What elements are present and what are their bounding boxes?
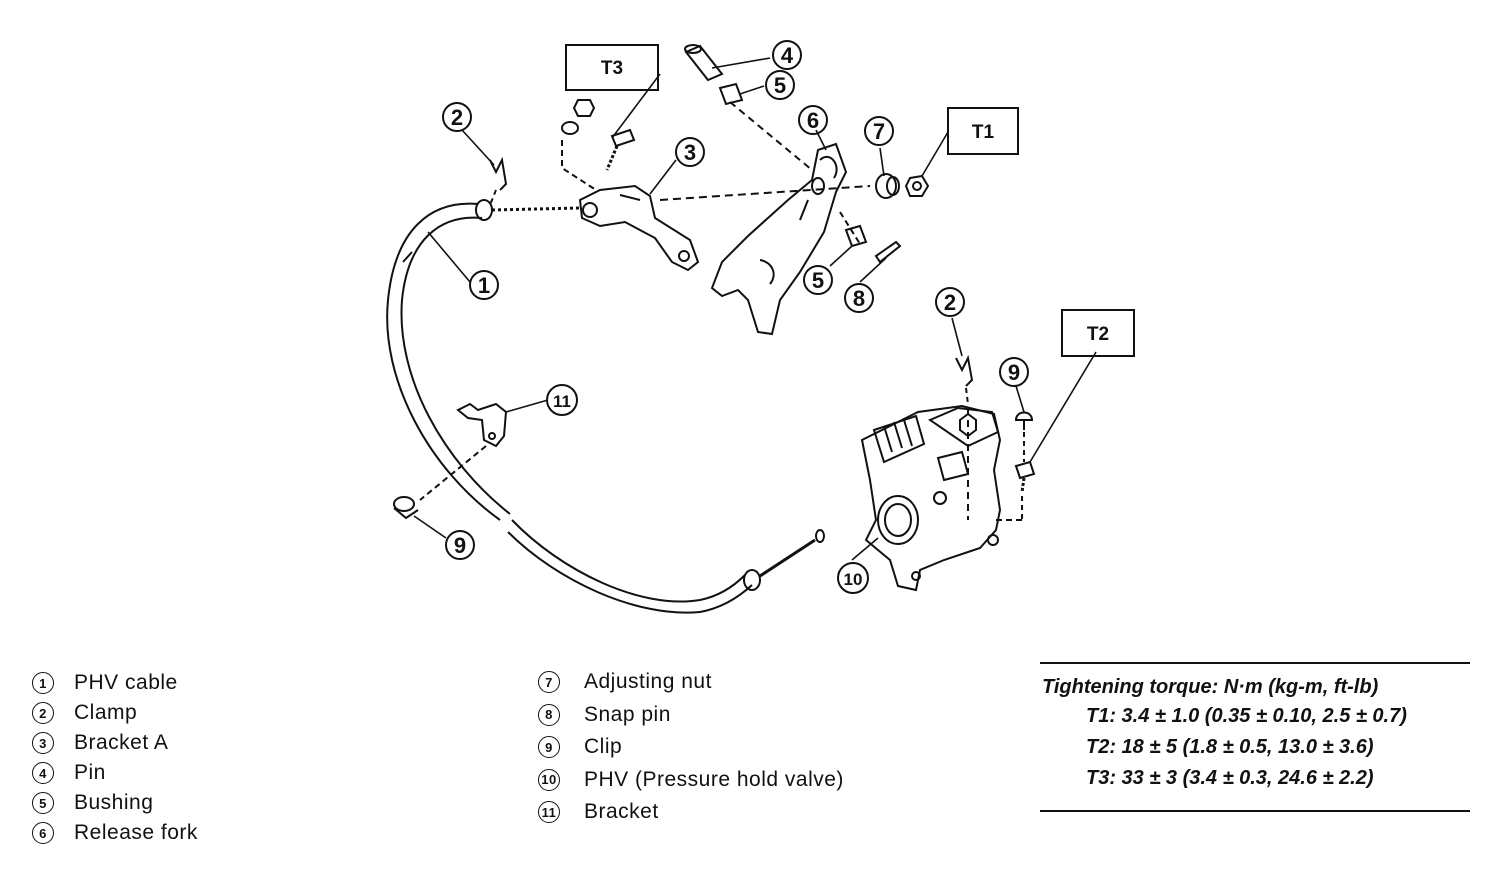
legend-label: PHV cable bbox=[74, 671, 178, 694]
legend-number: 6 bbox=[32, 822, 54, 844]
legend-item-phv: 10 PHV (Pressure hold valve) bbox=[538, 764, 844, 797]
clamp-top bbox=[489, 156, 508, 206]
legend-label: Bushing bbox=[74, 791, 154, 814]
t1-label: T1 bbox=[972, 122, 995, 143]
legend-number: 10 bbox=[538, 768, 560, 791]
exploded-parts-diagram: 1 2 3 4 5 5 6 7 8 9 9 10 11 2 T3 T1 T2 bbox=[386, 40, 1135, 614]
legend-label: PHV (Pressure hold valve) bbox=[584, 767, 844, 791]
legend-item-phv-cable: 1 PHV cable bbox=[32, 668, 198, 698]
legend-number: 9 bbox=[538, 736, 560, 759]
torque-bottom-rule bbox=[1040, 810, 1470, 812]
t2-label: T2 bbox=[1087, 324, 1109, 345]
legend-label: Bracket A bbox=[74, 731, 169, 754]
tightening-torque-box: Tightening torque: N·m (kg-m, ft-lb) T1:… bbox=[1040, 662, 1470, 812]
torque-label-boxes bbox=[565, 44, 1135, 357]
legend-number: 4 bbox=[32, 762, 54, 784]
legend-label: Clip bbox=[584, 735, 623, 759]
bracket-a bbox=[578, 184, 700, 272]
callout-7: 7 bbox=[873, 119, 885, 144]
torque-t2: T2: 18 ± 5 (1.8 ± 0.5, 13.0 ± 3.6) bbox=[1086, 736, 1374, 758]
legend-number: 8 bbox=[538, 703, 560, 726]
legend-item-bushing: 5 Bushing bbox=[32, 788, 198, 818]
t3-label: T3 bbox=[601, 58, 623, 79]
legend-item-pin: 4 Pin bbox=[32, 758, 198, 788]
clamp-bottom bbox=[955, 354, 974, 405]
legend-label: Pin bbox=[74, 761, 106, 784]
phv-valve-body bbox=[860, 404, 1022, 592]
parts-legend-middle: 7 Adjusting nut 8 Snap pin 9 Clip 10 PHV (Pr… bbox=[538, 666, 844, 829]
legend-number: 2 bbox=[32, 702, 54, 724]
callout-10: 10 bbox=[844, 570, 863, 589]
torque-t1: T1: 3.4 ± 1.0 (0.35 ± 0.10, 2.5 ± 0.7) bbox=[1086, 705, 1407, 727]
t3-fasteners bbox=[561, 99, 636, 191]
torque-top-rule bbox=[1040, 662, 1470, 664]
parts-legend-left: 1 PHV cable 2 Clamp 3 Bracket A 4 Pin 5 Bushi… bbox=[32, 668, 198, 848]
legend-item-adjusting-nut: 7 Adjusting nut bbox=[538, 666, 844, 699]
legend-item-clip: 9 Clip bbox=[538, 731, 844, 764]
pin-and-bushing bbox=[684, 44, 813, 171]
legend-label: Release fork bbox=[74, 821, 198, 844]
callout-9-right: 9 bbox=[1008, 360, 1020, 385]
legend-label: Snap pin bbox=[584, 702, 671, 726]
callout-11: 11 bbox=[553, 392, 571, 411]
t2-clip-bolt bbox=[1014, 411, 1036, 520]
legend-item-release-fork: 6 Release fork bbox=[32, 818, 198, 848]
legend-label: Clamp bbox=[74, 701, 138, 724]
adjusting-nut bbox=[875, 173, 930, 199]
legend-number: 3 bbox=[32, 732, 54, 754]
callout-5-top: 5 bbox=[774, 73, 786, 98]
legend-number: 7 bbox=[538, 671, 560, 694]
callout-9-left: 9 bbox=[454, 533, 466, 558]
callout-8: 8 bbox=[853, 286, 865, 311]
bushing-snap-pin bbox=[839, 211, 902, 264]
callout-2-bottom: 2 bbox=[944, 290, 956, 315]
callout-3: 3 bbox=[684, 140, 696, 165]
legend-item-bracket-a: 3 Bracket A bbox=[32, 728, 198, 758]
torque-title: Tightening torque: N·m (kg-m, ft-lb) bbox=[1042, 676, 1379, 698]
callout-2-top: 2 bbox=[451, 105, 463, 130]
clip-left bbox=[393, 496, 419, 520]
legend-item-clamp: 2 Clamp bbox=[32, 698, 198, 728]
torque-label-text: T3 T1 T2 bbox=[601, 58, 1109, 345]
legend-item-snap-pin: 8 Snap pin bbox=[538, 699, 844, 732]
leader-lines bbox=[413, 57, 1097, 561]
bracket-11 bbox=[419, 402, 508, 501]
callout-1: 1 bbox=[478, 273, 490, 298]
legend-label: Bracket bbox=[584, 800, 659, 824]
legend-number: 11 bbox=[538, 801, 560, 824]
callout-circles bbox=[442, 40, 1029, 594]
callout-4: 4 bbox=[781, 43, 794, 68]
legend-number: 5 bbox=[32, 792, 54, 814]
legend-label: Adjusting nut bbox=[584, 670, 712, 694]
callout-5-bottom: 5 bbox=[812, 268, 824, 293]
release-fork bbox=[710, 142, 848, 336]
leader-dash bbox=[659, 185, 871, 201]
torque-t3: T3: 33 ± 3 (3.4 ± 0.3, 24.6 ± 2.2) bbox=[1086, 767, 1374, 789]
callout-numbers: 1 2 3 4 5 5 6 7 8 9 9 10 11 2 bbox=[451, 43, 1020, 589]
legend-item-bracket: 11 Bracket bbox=[538, 796, 844, 829]
callout-6: 6 bbox=[807, 108, 819, 133]
legend-number: 1 bbox=[32, 672, 54, 694]
